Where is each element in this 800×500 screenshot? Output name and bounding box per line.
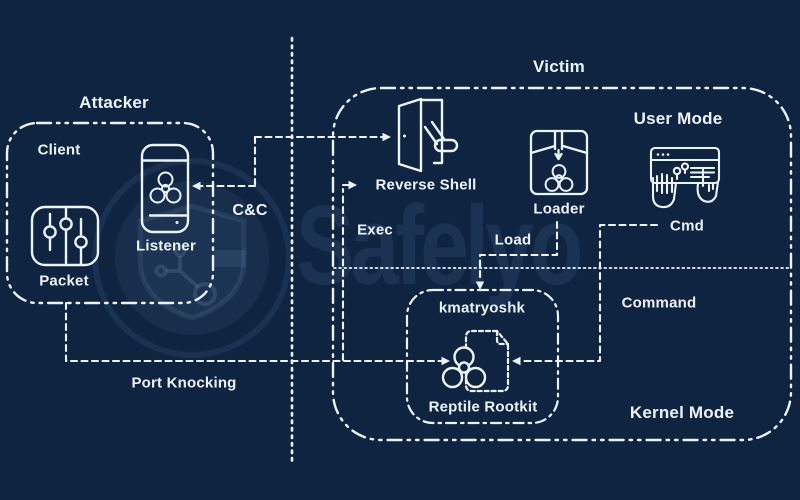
open-door-icon	[397, 97, 459, 173]
arrow-into-listener	[192, 181, 201, 191]
attacker-box	[5, 121, 215, 305]
packet-sliders-icon	[30, 205, 100, 267]
smartphone-biohazard-icon	[140, 143, 190, 234]
reverse-shell-label: Reverse Shell	[375, 176, 477, 194]
terminal-hands-icon	[649, 146, 721, 209]
kmatryoshk-label: kmatryoshk	[438, 299, 526, 317]
cmd-label: Cmd	[670, 217, 704, 235]
kmatryoshk-box	[405, 288, 560, 425]
attacker-title: Attacker	[79, 93, 149, 112]
command-line	[519, 223, 659, 363]
load-label: Load	[494, 231, 532, 249]
package-biohazard-icon	[529, 129, 589, 196]
arrow-load	[475, 281, 485, 290]
port-knocking-line	[64, 301, 443, 363]
packet-label: Packet	[39, 272, 89, 290]
cnc-label: C&C	[232, 202, 268, 219]
victim-title: Victim	[533, 57, 585, 76]
reptile-rootkit-label: Reptile Rootkit	[428, 398, 538, 416]
exec-line	[341, 183, 351, 362]
arrow-into-reverse-shell	[382, 132, 391, 142]
arrow-command	[512, 356, 521, 366]
arrow-port-knocking	[441, 356, 450, 366]
malware-file-biohazard-icon	[441, 329, 510, 393]
loader-label: Loader	[533, 200, 585, 218]
command-label: Command	[621, 294, 697, 312]
user-mode-label: User Mode	[633, 109, 723, 128]
listener-label: Listener	[136, 237, 196, 255]
exec-label: Exec	[357, 221, 393, 239]
load-line	[478, 220, 559, 283]
kernel-mode-label: Kernel Mode	[629, 403, 735, 422]
client-label: Client	[37, 141, 81, 159]
victim-box	[331, 86, 793, 442]
safelyo-logo-watermark	[92, 158, 292, 358]
arrow-exec	[348, 180, 357, 190]
port-knocking-label: Port Knocking	[131, 374, 237, 392]
